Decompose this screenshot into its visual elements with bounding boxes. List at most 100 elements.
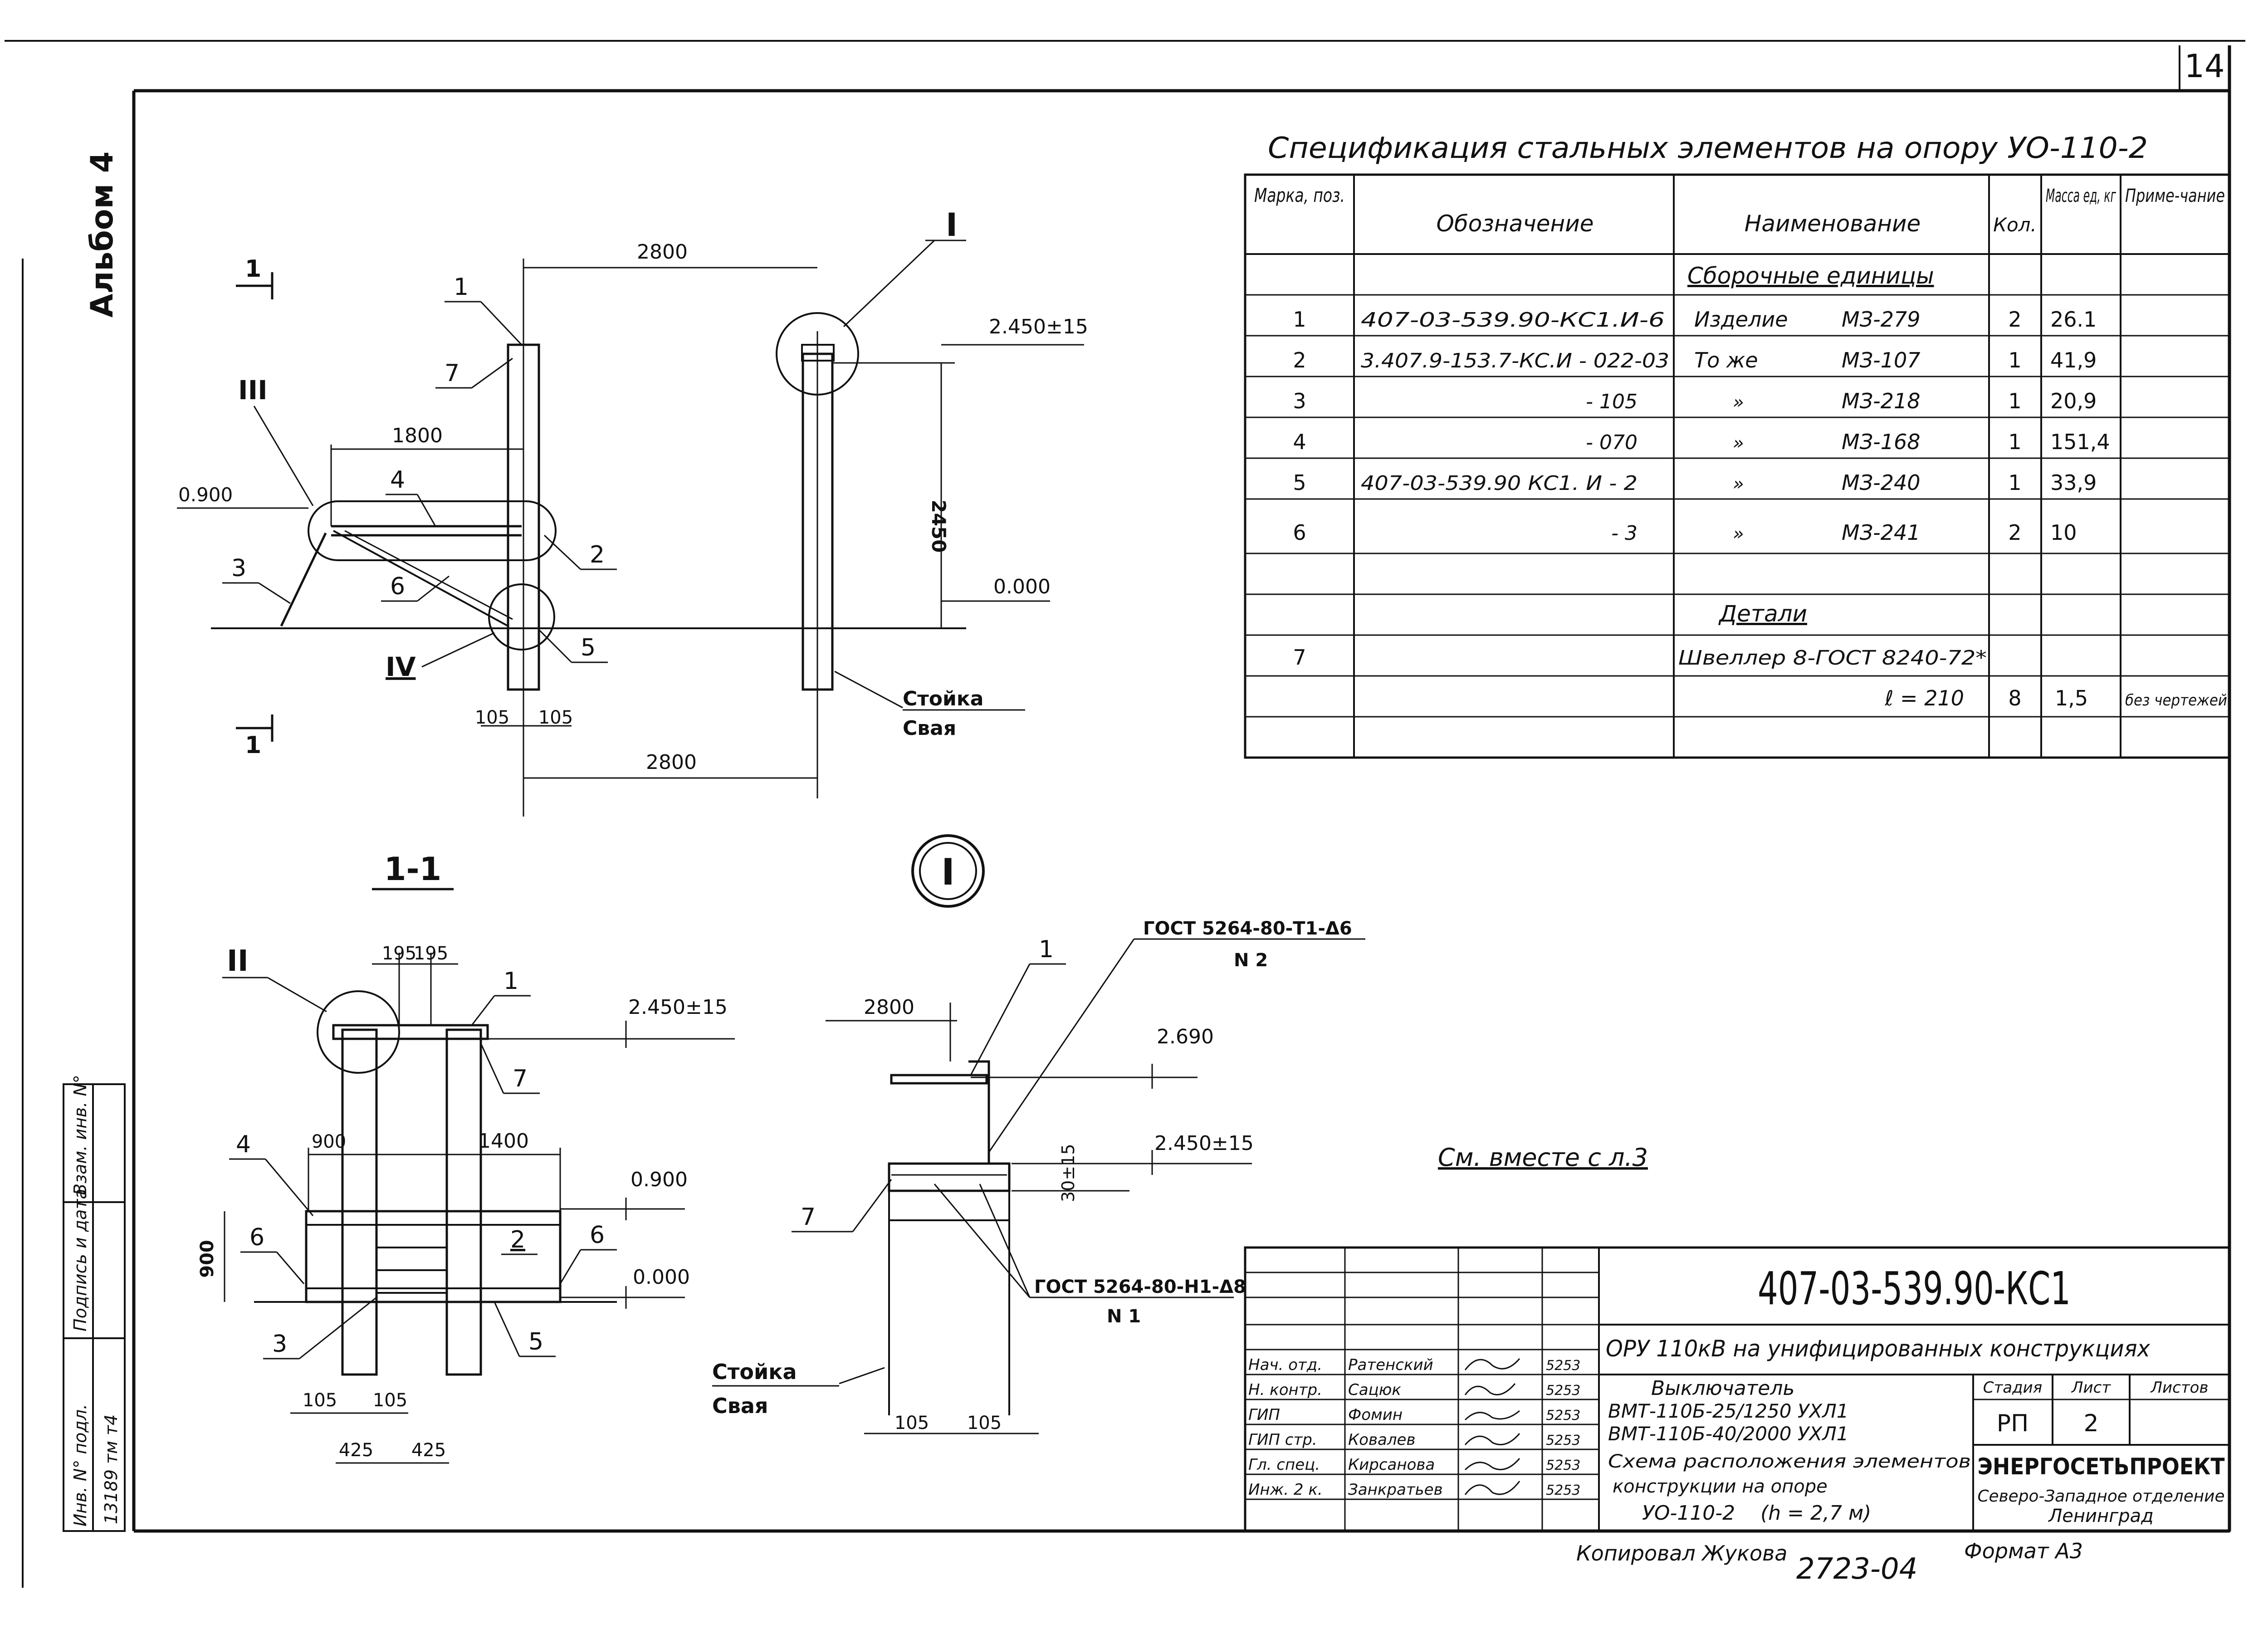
- spec-row-mass: 151,4: [2050, 430, 2110, 454]
- spec-row: 3 - 105 » МЗ-218 1 20,9: [1293, 389, 2097, 413]
- title-block-org-2: Северо-Западное отделение: [1978, 1487, 2225, 1506]
- title-block-sheets-header: Листов: [2150, 1379, 2208, 1397]
- title-block-drawing-2: конструкции на опоре: [1613, 1476, 1828, 1497]
- stamp-inventory: 13189 тм т4: [101, 1414, 121, 1524]
- sec-label-p7: 7: [513, 1065, 528, 1092]
- spec-detail-row: 7 Швеллер 8-ГОСТ 8240-72* ℓ = 210 8 1,5 …: [1293, 645, 2227, 710]
- signer-name: Фомин: [1348, 1406, 1403, 1424]
- main-view: 2800 2800 1800 105 105 0.900 2.450±15 24…: [177, 206, 1088, 817]
- spec-row: 1 407-03-539.90-КС1.И-6 Изделие МЗ-279 2…: [1293, 307, 2097, 332]
- node-weld-top: ГОСТ 5264-80-Т1-Δ6: [1143, 918, 1352, 939]
- signer-date: 5253: [1546, 1358, 1580, 1374]
- signer-row: Нач. отд. Ратенский 5253: [1248, 1356, 1580, 1374]
- spec-row-name: То же: [1694, 348, 1758, 372]
- spec-row-mark: МЗ-168: [1842, 430, 1921, 454]
- signer-row: ГИП стр. Ковалев 5253: [1248, 1431, 1580, 1449]
- main-label-svaya: Свая: [903, 717, 956, 740]
- spec-row: 4 - 070 » МЗ-168 1 151,4: [1293, 430, 2110, 454]
- spec-header-mass: Масса ед, кг: [2046, 186, 2116, 206]
- node-level-2450: 2.450±15: [1154, 1132, 1254, 1155]
- spec-header-designation: Обозначение: [1437, 210, 1594, 237]
- spec-row-qty: 2: [2008, 520, 2021, 545]
- page-number: 14: [2184, 48, 2224, 85]
- spec-row-pos: 1: [1293, 307, 1306, 332]
- signer-role: Гл. спец.: [1248, 1456, 1320, 1474]
- title-block-stage-header: Стадия: [1983, 1379, 2042, 1397]
- signer-name: Кирсанова: [1348, 1456, 1435, 1474]
- main-section-mark-bottom: 1: [245, 732, 261, 759]
- node-label-1: 1: [1039, 936, 1054, 963]
- spec-row-designation: - 3: [1611, 522, 1637, 545]
- sec-dim-425-a: 425: [339, 1440, 373, 1461]
- node-weld-bottom: ГОСТ 5264-80-Н1-Δ8: [1034, 1277, 1246, 1297]
- spec-row-name: Изделие: [1694, 307, 1788, 332]
- spec-table: Спецификация стальных элементов на опору…: [1244, 132, 2231, 759]
- main-label-p3: 3: [231, 555, 246, 582]
- spec-row-mass: 10: [2050, 520, 2077, 545]
- title-block-item-1: Выключатель: [1651, 1377, 1794, 1400]
- spec-row-mark: МЗ-241: [1842, 520, 1921, 545]
- main-label-p5: 5: [581, 634, 596, 661]
- main-level-top: 2.450±15: [989, 315, 1088, 338]
- title-block-drawing-1: Схема расположения элементов: [1608, 1451, 1971, 1472]
- main-label-p1: 1: [454, 274, 469, 301]
- spec-row-qty: 1: [2008, 389, 2021, 413]
- signer-date: 5253: [1546, 1433, 1580, 1448]
- spec-row-designation: 407-03-539.90-КС1.И-6: [1361, 308, 1665, 332]
- spec-row-mark: МЗ-240: [1842, 470, 1921, 495]
- stamp-label-replace: Взам. инв. N°: [70, 1075, 90, 1195]
- spec-row-mark: МЗ-218: [1842, 389, 1921, 413]
- spec-row: 2 3.407.9-153.7-КС.И - 022-03 То же МЗ-1…: [1293, 348, 2097, 372]
- signer-role: Н. контр.: [1248, 1381, 1322, 1399]
- title-block: Нач. отд. Ратенский 5253 Н. контр. Сацюк…: [1244, 1246, 2231, 1532]
- sec-dim-105-a: 105: [303, 1390, 337, 1411]
- see-also-note: См. вместе с л.3: [1438, 1143, 1648, 1172]
- main-label-p7: 7: [445, 360, 459, 387]
- node-dim-105-b: 105: [967, 1413, 1002, 1433]
- spec-row-qty: 1: [2008, 430, 2021, 454]
- sec-level-0900: 0.900: [631, 1168, 688, 1191]
- spec-header-qty: Кол.: [1993, 214, 2037, 236]
- sec-dim-425-b: 425: [411, 1440, 446, 1461]
- signer-row: ГИП Фомин 5253: [1248, 1406, 1580, 1424]
- spec-section-details: Детали: [1718, 601, 1807, 627]
- spec-detail-mass: 1,5: [2055, 686, 2088, 710]
- spec-row-name: »: [1733, 392, 1744, 413]
- main-dim-2800-bottom: 2800: [646, 751, 697, 774]
- stamp-label-inv: Инв. N° подл.: [70, 1404, 90, 1526]
- main-dim-2800-top: 2800: [637, 240, 688, 264]
- handwritten-number: 2723-04: [1796, 1552, 1917, 1586]
- spec-row-mass: 33,9: [2050, 470, 2097, 495]
- spec-row-designation: - 070: [1586, 431, 1637, 454]
- sec-circle-II-label: II: [227, 944, 249, 978]
- spec-row-pos: 2: [1293, 348, 1306, 372]
- format-label: Формат А3: [1964, 1539, 2083, 1563]
- signer-date: 5253: [1546, 1408, 1580, 1424]
- spec-row-name: »: [1733, 474, 1744, 494]
- spec-section-assembly: Сборочные единицы: [1687, 263, 1934, 289]
- spec-row: 5 407-03-539.90 КС1. И - 2 » МЗ-240 1 33…: [1293, 470, 2097, 495]
- sec-label-p4: 4: [236, 1131, 251, 1158]
- signer-row: Гл. спец. Кирсанова 5253: [1248, 1456, 1580, 1474]
- title-block-item-3: ВМТ-110Б-40/2000 УХЛ1: [1608, 1423, 1849, 1445]
- signer-name: Занкратьев: [1348, 1481, 1443, 1499]
- title-block-project: ОРУ 110кВ на унифицированных конструкция…: [1606, 1336, 2150, 1362]
- signer-role: Инж. 2 к.: [1248, 1481, 1323, 1499]
- spec-row-mass: 26.1: [2050, 307, 2097, 332]
- section-1-1: 1-1 195 195 900 1400 900 105 105: [197, 851, 735, 1464]
- side-stamp: Инв. N° подл. Подпись и дата Взам. инв. …: [63, 1075, 126, 1532]
- sec-level-zero: 0.000: [633, 1266, 690, 1289]
- spec-row-mark: МЗ-279: [1842, 307, 1921, 332]
- spec-detail-pos: 7: [1293, 645, 1306, 670]
- sec-dim-105-b: 105: [373, 1390, 407, 1411]
- stamp-label-sign: Подпись и дата: [70, 1189, 90, 1331]
- main-dim-vertical: 2450: [928, 500, 950, 553]
- signer-date: 5253: [1546, 1458, 1580, 1473]
- spec-detail-qty: 8: [2008, 686, 2021, 710]
- node-dim-2800: 2800: [864, 996, 914, 1019]
- spec-row-mass: 20,9: [2050, 389, 2097, 413]
- spec-row-designation: - 105: [1586, 390, 1637, 413]
- spec-row-qty: 1: [2008, 348, 2021, 372]
- title-block-item-2: ВМТ-110Б-25/1250 УХЛ1: [1608, 1400, 1849, 1422]
